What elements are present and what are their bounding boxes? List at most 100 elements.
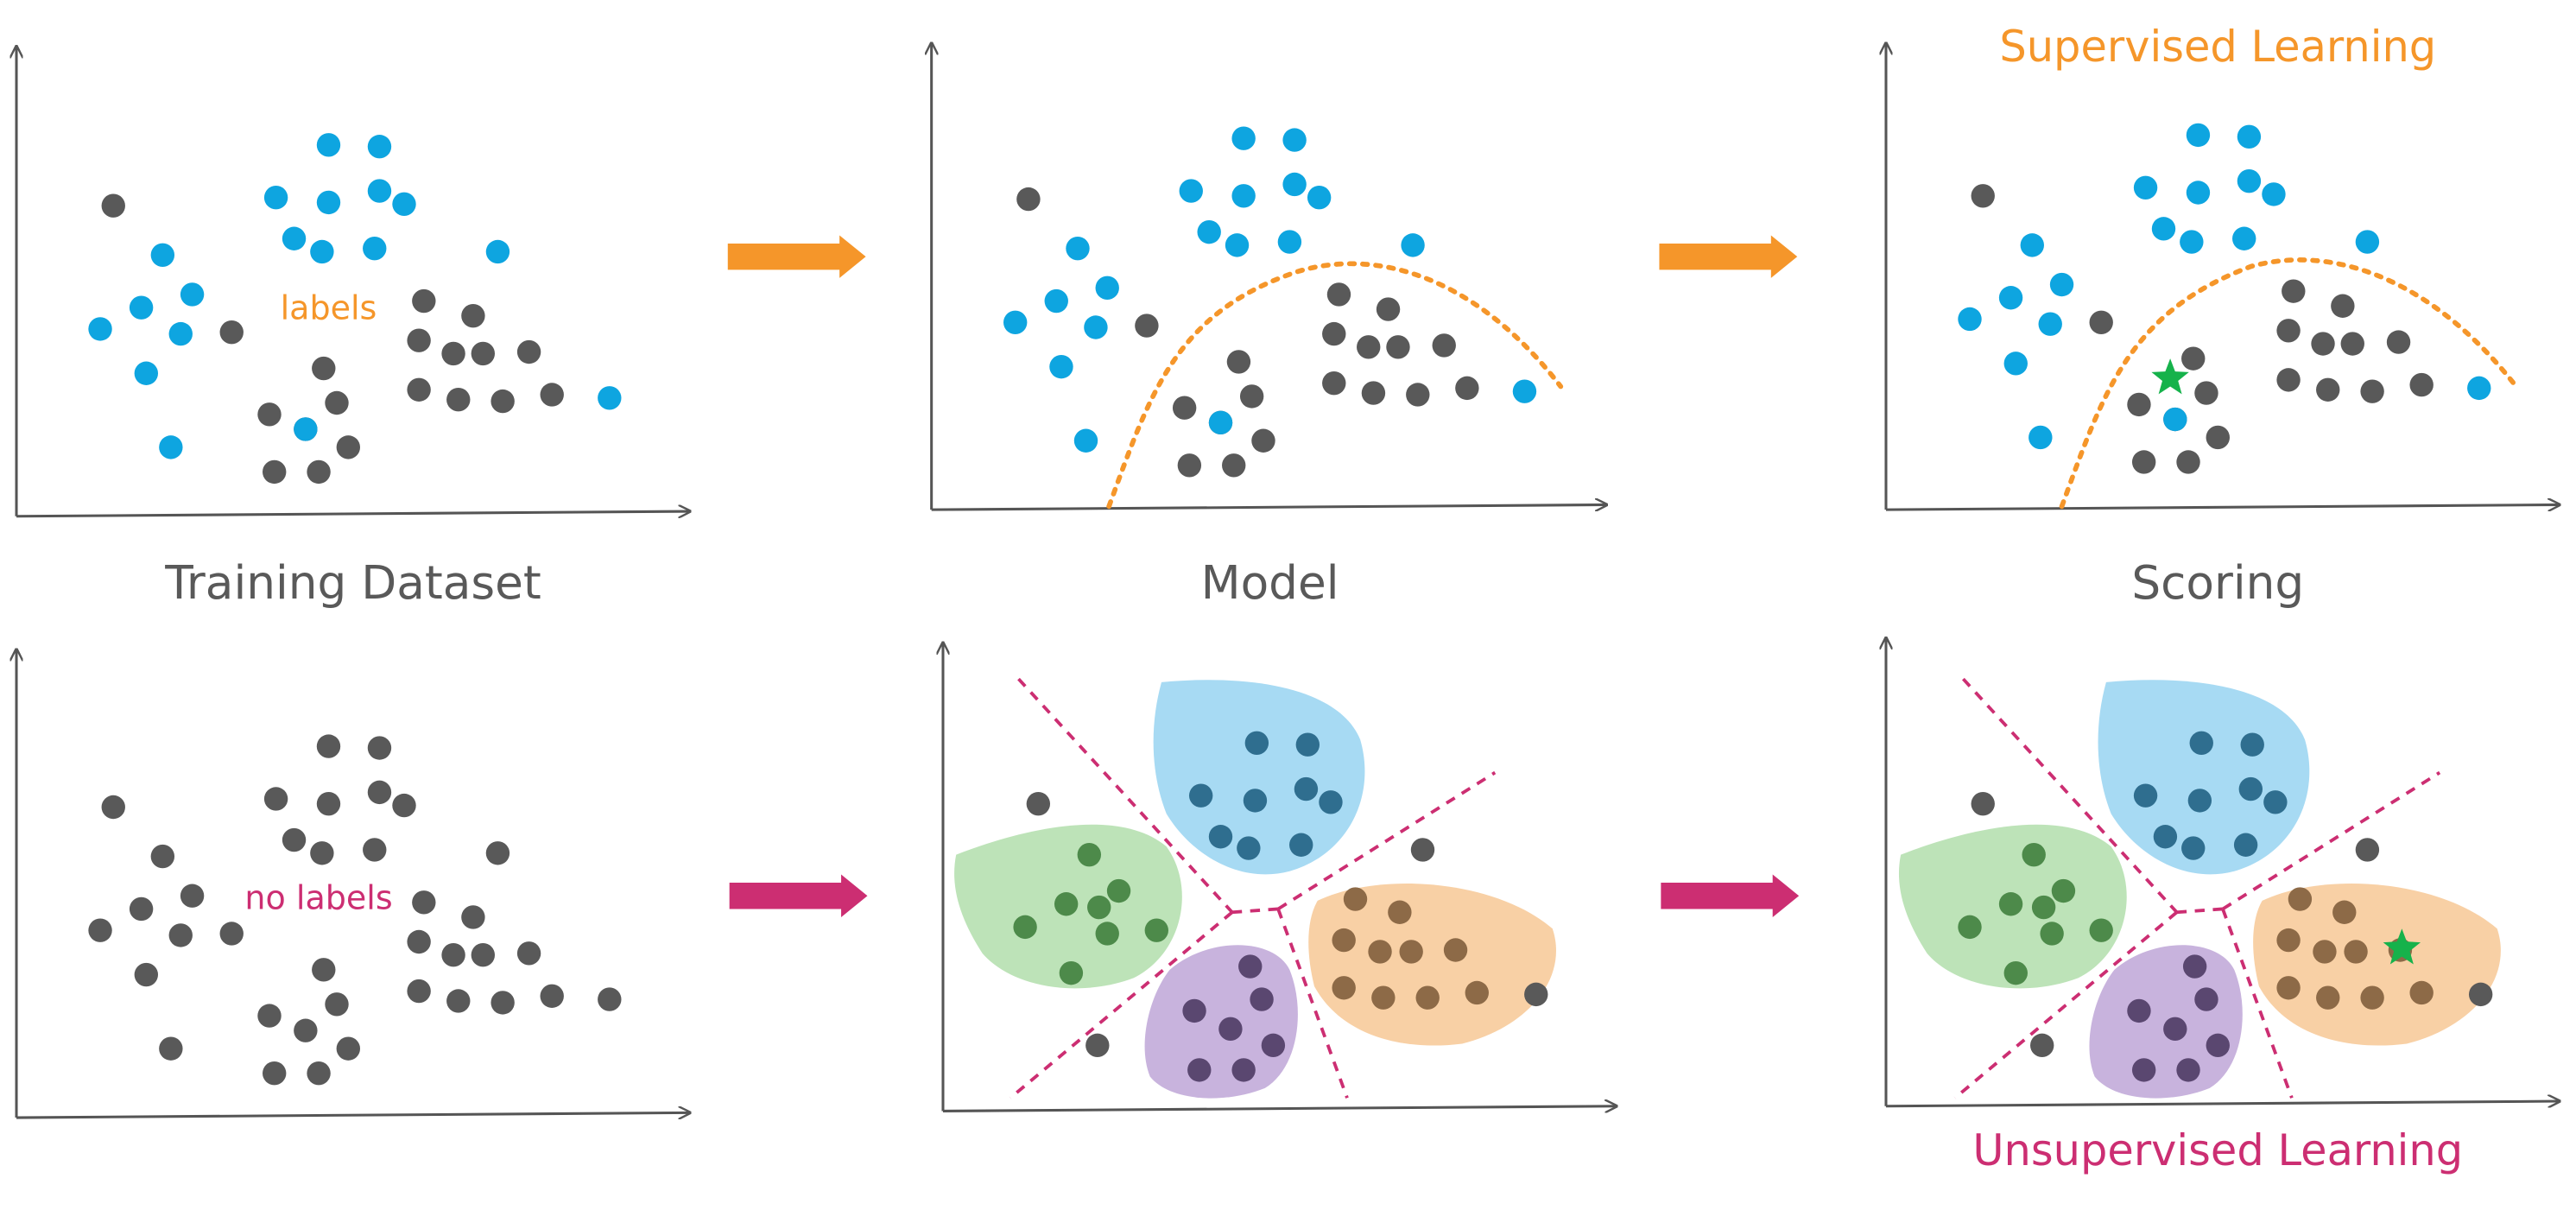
labeled-point <box>180 282 205 307</box>
data-point <box>407 929 431 954</box>
cluster-point-purple <box>2176 1058 2200 1082</box>
labeled-point <box>2163 407 2187 432</box>
cluster-point-purple <box>2206 1033 2230 1058</box>
cluster-point-blue <box>2153 825 2178 849</box>
labeled-point <box>1225 233 1250 257</box>
caption-scoring: Scoring <box>2131 556 2304 610</box>
labeled-point <box>263 186 288 210</box>
labeled-point <box>2232 226 2256 250</box>
data-point <box>2340 332 2364 356</box>
decision-boundary <box>1106 261 1564 510</box>
labeled-point <box>150 243 175 267</box>
cluster-region-blue <box>1153 680 1365 875</box>
cluster-point-green <box>2089 918 2113 942</box>
labeled-point <box>1231 126 1256 150</box>
data-point <box>2030 1033 2054 1058</box>
x-axis <box>16 1112 690 1118</box>
cluster-point-blue <box>1243 789 1268 813</box>
data-point <box>1971 791 1995 816</box>
data-point <box>1251 428 1275 453</box>
cluster-point-purple <box>1187 1058 1212 1082</box>
data-point <box>1322 371 1346 396</box>
data-point <box>1410 838 1435 862</box>
cluster-point-blue <box>2181 836 2206 860</box>
cluster-point-orange <box>1332 976 1356 1000</box>
cluster-point-orange <box>2360 985 2384 1010</box>
labeled-point <box>1066 236 1090 261</box>
labeled-point <box>2038 312 2062 336</box>
data-point <box>2127 392 2151 417</box>
data-point <box>407 328 431 352</box>
data-point <box>540 984 564 1008</box>
data-point <box>2311 332 2335 356</box>
data-point <box>412 890 436 915</box>
data-point <box>219 320 244 345</box>
cluster-point-green <box>1077 842 1102 867</box>
cluster-point-orange <box>2316 985 2340 1010</box>
data-point <box>491 991 515 1015</box>
data-point <box>1357 335 1381 359</box>
labeled-point <box>1512 379 1537 403</box>
data-point <box>316 791 341 816</box>
labeled-point <box>367 135 392 159</box>
labeled-point <box>1231 184 1256 208</box>
labeled-point <box>1003 310 1028 334</box>
labeled-point <box>1095 276 1119 301</box>
cluster-point-purple <box>1218 1017 1243 1042</box>
labeled-point <box>1958 307 1982 332</box>
labeled-point <box>2049 272 2074 297</box>
arrow-right-icon <box>1659 235 1798 278</box>
data-point <box>2194 381 2218 405</box>
data-point <box>294 1018 318 1042</box>
data-point <box>1524 982 1548 1007</box>
labeled-point <box>168 321 193 346</box>
cluster-point-orange <box>1465 980 1489 1005</box>
cluster-point-purple <box>1182 998 1206 1023</box>
cluster-point-purple <box>1231 1058 1256 1082</box>
data-point <box>491 389 515 414</box>
data-point <box>129 896 154 922</box>
cluster-point-green <box>2051 878 2076 903</box>
labeled-point <box>1401 233 1425 257</box>
panel-cluster-scoring <box>1886 638 2560 1106</box>
cluster-point-green <box>2003 960 2028 985</box>
cluster-point-orange <box>1343 887 1368 911</box>
labeled-point <box>88 317 112 341</box>
panel-cluster-model <box>943 643 1617 1111</box>
cluster-point-green <box>1998 892 2023 916</box>
data-point <box>363 838 387 862</box>
data-point <box>598 987 622 1011</box>
labeled-point <box>1197 219 1221 244</box>
data-point <box>461 905 485 929</box>
caption-training-dataset: Training Dataset <box>164 556 541 610</box>
data-point <box>1406 383 1430 407</box>
data-point <box>446 989 471 1013</box>
data-point <box>446 387 471 412</box>
unsupervised-learning-title: Unsupervised Learning <box>1972 1125 2463 1175</box>
labeled-point <box>316 133 341 157</box>
data-point <box>1326 282 1351 307</box>
data-point <box>310 841 334 865</box>
data-point <box>1386 335 1410 359</box>
panel-unlabeled-dataset <box>16 649 690 1118</box>
cluster-point-orange <box>1415 985 1440 1010</box>
cluster-point-orange <box>2276 976 2301 1000</box>
cluster-point-orange <box>2332 900 2357 924</box>
labeled-point <box>1282 128 1307 152</box>
data-point <box>159 1036 183 1061</box>
cluster-point-green <box>2022 842 2046 867</box>
data-point <box>2355 838 2380 862</box>
caption-model: Model <box>1201 556 1339 610</box>
labeled-point <box>598 386 622 410</box>
x-axis <box>16 511 690 516</box>
cluster-point-blue <box>1319 790 1343 814</box>
labeled-point <box>316 190 341 215</box>
labeled-point <box>159 435 183 459</box>
cluster-point-blue <box>2187 789 2212 813</box>
data-point <box>1135 314 1159 338</box>
cluster-point-orange <box>2276 928 2301 953</box>
data-point <box>263 459 287 485</box>
data-point <box>307 459 331 485</box>
data-point <box>1016 187 1041 212</box>
